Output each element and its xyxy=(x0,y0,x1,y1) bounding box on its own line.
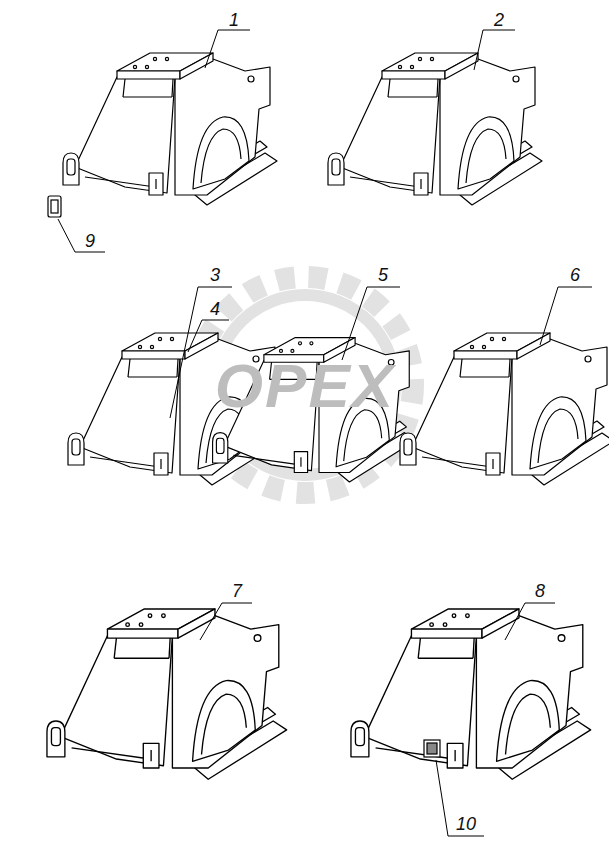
callout-number: 6 xyxy=(570,266,580,284)
plate-9 xyxy=(48,196,61,217)
callout-number: 10 xyxy=(456,815,476,833)
callout-number: 4 xyxy=(210,300,220,318)
callout-number: 9 xyxy=(85,232,95,250)
leader-lines xyxy=(58,30,592,836)
callout-number: 8 xyxy=(535,582,545,600)
bracket-6 xyxy=(400,333,609,485)
bracket-2 xyxy=(328,53,542,205)
callout-number: 7 xyxy=(232,582,242,600)
callout-number: 5 xyxy=(378,266,388,284)
bracket-5 xyxy=(213,338,416,482)
callout-number: 1 xyxy=(229,11,239,29)
callout-number: 3 xyxy=(210,266,220,284)
callout-number: 2 xyxy=(494,11,504,29)
bracket-8 xyxy=(351,609,591,779)
insert-10 xyxy=(424,740,440,757)
bracket-7 xyxy=(47,609,287,779)
bracket-1 xyxy=(63,53,277,205)
watermark-text: OPEX xyxy=(215,355,395,417)
